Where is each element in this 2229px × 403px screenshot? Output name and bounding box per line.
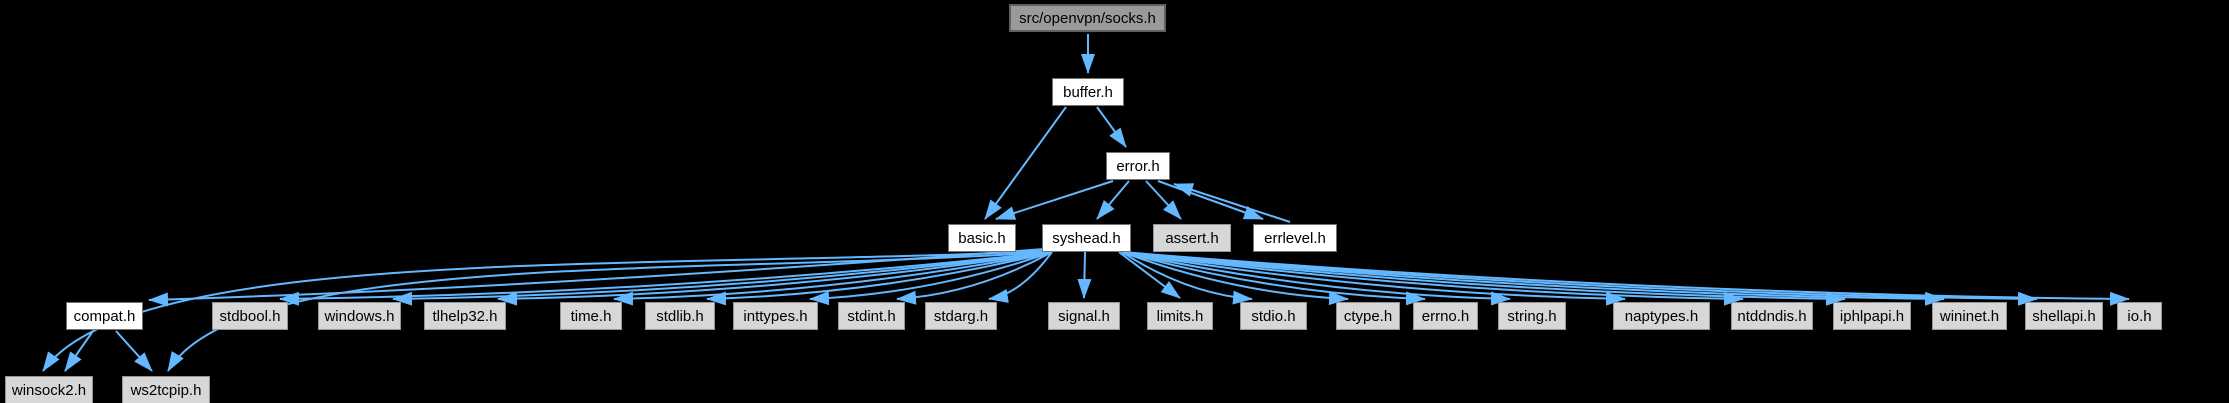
node-ctype-h: ctype.h <box>1336 302 1400 330</box>
node-label: syshead.h <box>1052 229 1121 247</box>
edge-syshead-stdbool <box>279 251 1053 306</box>
node-iphlpapi-h: iphlpapi.h <box>1833 302 1911 330</box>
node-label: time.h <box>570 307 612 325</box>
node-ws2tcpip-h: ws2tcpip.h <box>122 376 210 403</box>
node-label: limits.h <box>1156 307 1204 325</box>
node-label: buffer.h <box>1063 83 1113 101</box>
edge-error-basic <box>995 180 1114 220</box>
node-compat-h[interactable]: compat.h <box>66 302 143 330</box>
node-label: stdarg.h <box>933 307 989 325</box>
edge-syshead-inttypes <box>809 251 1053 306</box>
edge-compat-ws2tcpip <box>115 330 153 372</box>
node-inttypes-h: inttypes.h <box>733 302 818 330</box>
node-label: shellapi.h <box>2032 307 2096 325</box>
node-label: error.h <box>1116 157 1160 175</box>
node-label: stdint.h <box>847 307 896 325</box>
node-stdio-h: stdio.h <box>1240 302 1307 330</box>
node-label: stdbool.h <box>219 307 281 325</box>
node-winsock2-h: winsock2.h <box>5 376 93 403</box>
edge-syshead-naptypes <box>1121 251 1626 306</box>
node-tlhelp32-h: tlhelp32.h <box>424 302 506 330</box>
edge-syshead-time <box>613 251 1053 306</box>
edge-buffer-error <box>1096 106 1127 148</box>
edge-syshead-stdlib <box>706 251 1053 306</box>
edge-syshead-shellapi <box>1121 251 2038 306</box>
node-signal-h: signal.h <box>1048 302 1120 330</box>
node-label: ntddndis.h <box>1737 307 1807 325</box>
edge-syshead-string <box>1121 251 1511 306</box>
node-label: iphlpapi.h <box>1839 307 1905 325</box>
node-naptypes-h: naptypes.h <box>1613 302 1710 330</box>
node-string-h: string.h <box>1498 302 1566 330</box>
edge-syshead-tlhelp32 <box>497 251 1053 306</box>
node-label: naptypes.h <box>1624 307 1699 325</box>
node-label: winsock2.h <box>11 381 87 399</box>
node-label: wininet.h <box>1939 307 2000 325</box>
node-label: basic.h <box>958 229 1006 247</box>
node-label: assert.h <box>1165 229 1219 247</box>
node-basic-h[interactable]: basic.h <box>948 224 1016 252</box>
edge-syshead-signal <box>1077 251 1092 299</box>
edge-syshead-errno <box>1121 251 1426 306</box>
node-label: tlhelp32.h <box>432 307 498 325</box>
node-error-h[interactable]: error.h <box>1106 152 1170 180</box>
edge-syshead-limits <box>1118 251 1181 299</box>
node-buffer-h[interactable]: buffer.h <box>1052 78 1124 106</box>
edge-syshead-stdio <box>1121 251 1253 305</box>
node-assert-h: assert.h <box>1153 224 1231 252</box>
node-stdarg-h: stdarg.h <box>925 302 997 330</box>
edge-errlevel-error <box>1173 183 1291 223</box>
edge-error-assert <box>1145 180 1182 220</box>
edge-syshead-iphlpapi <box>1121 251 1846 306</box>
edge-buffer-basic <box>984 106 1067 220</box>
node-syshead-h[interactable]: syshead.h <box>1042 224 1131 252</box>
node-label: io.h <box>2127 307 2152 325</box>
node-stdbool-h: stdbool.h <box>212 302 288 330</box>
node-limits-h: limits.h <box>1147 302 1213 330</box>
node-label: ws2tcpip.h <box>130 381 202 399</box>
edge-syshead-stdarg <box>988 251 1053 303</box>
node-time-h: time.h <box>560 302 622 330</box>
node-io-h: io.h <box>2117 302 2162 330</box>
node-errno-h: errno.h <box>1413 302 1478 330</box>
node-stdlib-h: stdlib.h <box>645 302 715 330</box>
node-wininet-h: wininet.h <box>1932 302 2007 330</box>
edge-error-syshead <box>1096 180 1130 220</box>
node-label: signal.h <box>1058 307 1110 325</box>
node-label: inttypes.h <box>743 307 808 325</box>
edge-syshead-stdint <box>896 251 1053 305</box>
edge-compat-winsock2 <box>64 330 94 372</box>
edge-syshead-ctype <box>1121 251 1349 306</box>
edge-syshead-windows <box>392 251 1053 306</box>
node-socks-root: src/openvpn/socks.h <box>1009 4 1166 32</box>
edge-syshead-ntddndis <box>1121 251 1744 306</box>
node-label: stdlib.h <box>656 307 704 325</box>
node-errlevel-h[interactable]: errlevel.h <box>1253 224 1337 252</box>
node-ntddndis-h: ntddndis.h <box>1731 302 1813 330</box>
node-label: src/openvpn/socks.h <box>1019 9 1156 27</box>
edge-syshead-io <box>1121 251 2130 306</box>
node-shellapi-h: shellapi.h <box>2025 302 2103 330</box>
edge-error-errlevel <box>1157 180 1264 220</box>
node-label: string.h <box>1507 307 1557 325</box>
node-label: errno.h <box>1421 307 1470 325</box>
node-label: errlevel.h <box>1264 229 1326 247</box>
node-label: compat.h <box>73 307 136 325</box>
node-windows-h: windows.h <box>318 302 401 330</box>
node-label: windows.h <box>324 307 395 325</box>
node-label: ctype.h <box>1343 307 1393 325</box>
edge-syshead-wininet <box>1121 251 1945 306</box>
node-label: stdio.h <box>1251 307 1296 325</box>
node-stdint-h: stdint.h <box>838 302 905 330</box>
